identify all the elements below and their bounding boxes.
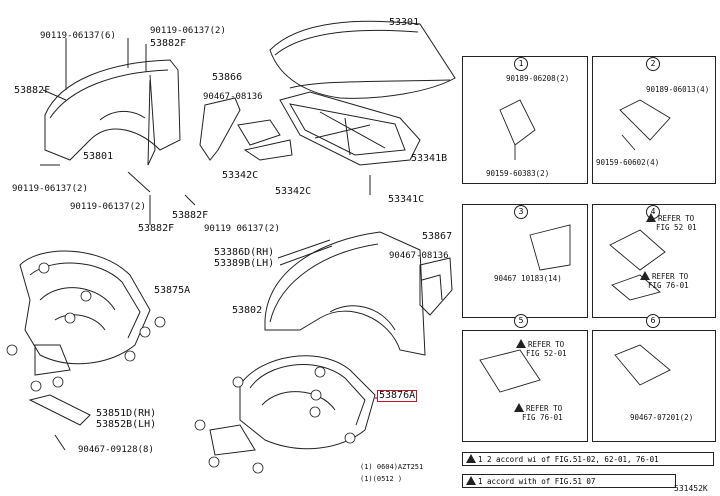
part-53882f-low1: 53882F xyxy=(172,210,209,221)
panel1-part-b: 90159-60383(2) xyxy=(486,169,550,178)
panel3-part-a: 90467 10183(14) xyxy=(494,274,562,283)
panel-number-3: 3 xyxy=(514,205,528,219)
part-90119-06137-low: 90119-06137(2) xyxy=(70,202,146,212)
hood xyxy=(269,20,456,99)
part-53882f-top: 53882F xyxy=(150,38,187,49)
part-90467-09128: 90467-09128(8) xyxy=(78,445,154,455)
part-53882f-low2: 53882F xyxy=(138,223,175,234)
part-53342c-b: 53342C xyxy=(275,186,312,197)
part-53386d: 53386D(RH) xyxy=(214,247,275,258)
part-53875a: 53875A xyxy=(154,285,191,296)
warning-triangle-icon xyxy=(646,213,656,222)
panel4-fig-b: FIG 76-01 xyxy=(648,281,689,290)
panel5-refer-a: REFER TO xyxy=(516,339,564,349)
panel6-part-a: 90467-07201(2) xyxy=(630,413,694,422)
part-90119-06137-6: 90119-06137(6) xyxy=(40,31,116,41)
part-90467-08136-a: 90467-08136 xyxy=(203,92,263,102)
warning-triangle-icon xyxy=(640,271,650,280)
part-53866: 53866 xyxy=(212,72,243,83)
warning-triangle-icon xyxy=(466,476,476,485)
detail-panel-5 xyxy=(462,330,588,442)
part-53852b: 53852B(LH) xyxy=(96,419,157,430)
panel-number-2: 2 xyxy=(646,57,660,71)
hood-insulator xyxy=(279,91,421,166)
warning-triangle-icon xyxy=(514,403,524,412)
warning-triangle-icon xyxy=(466,454,476,463)
footnote: (1) 0604)AZT251 xyxy=(360,463,424,471)
panel-number-6: 6 xyxy=(646,314,660,328)
panel5-fig-b: FIG 76-01 xyxy=(522,413,563,422)
part-53301: 53301 xyxy=(389,17,420,28)
panel2-part-a: 90189-06013(4) xyxy=(646,85,710,94)
part-90119-06137-left: 90119-06137(2) xyxy=(12,184,88,194)
part-53342c-a: 53342C xyxy=(222,170,259,181)
fender-liner-right xyxy=(239,355,376,450)
part-53341c: 53341C xyxy=(388,194,425,205)
panel-number-5: 5 xyxy=(514,314,528,328)
legend-line-1: 1 2 accord wi of FIG.51-02, 62-01, 76-01 xyxy=(462,452,714,466)
part-53851d: 53851D(RH) xyxy=(96,408,157,419)
part-53389b: 53389B(LH) xyxy=(214,258,275,269)
front-fender-right xyxy=(264,231,426,356)
part-90467-08136-b: 90467-08136 xyxy=(389,251,449,261)
detail-panel-3 xyxy=(462,204,588,318)
panel5-fig-a: FIG 52-01 xyxy=(526,349,567,358)
fender-liner-left xyxy=(19,250,151,365)
panel1-part-a: 90189-06208(2) xyxy=(506,74,570,83)
panel4-refer-b: REFER TO xyxy=(640,271,688,281)
panel5-refer-b: REFER TO xyxy=(514,403,562,413)
detail-panel-1 xyxy=(462,56,588,184)
detail-panel-2 xyxy=(592,56,716,184)
legend-line-2: 1 accord with of FIG.51 07 xyxy=(462,474,676,488)
detail-panel-6 xyxy=(592,330,716,442)
part-53876a-highlighted[interactable]: 53876A xyxy=(376,390,418,402)
footnote-2: (1)(0512 ) xyxy=(360,475,403,483)
part-53867: 53867 xyxy=(422,231,453,242)
part-53882f-left: 53882F xyxy=(14,85,51,96)
panel4-fig-a: FIG 52 01 xyxy=(656,223,697,232)
panel4-refer-a: REFER TO xyxy=(646,213,694,223)
part-90119-06137-2-top: 90119-06137(2) xyxy=(150,26,226,36)
part-53802: 53802 xyxy=(232,305,263,316)
part-53801: 53801 xyxy=(83,151,114,162)
front-fender-left xyxy=(44,59,181,161)
panel-number-1: 1 xyxy=(514,57,528,71)
warning-triangle-icon xyxy=(516,339,526,348)
panel2-part-b: 90159-60602(4) xyxy=(596,158,660,167)
part-90119-06137-right: 90119 06137(2) xyxy=(204,224,280,234)
diagram-code: 531452K xyxy=(674,484,708,493)
part-53341b: 53341B xyxy=(411,153,448,164)
